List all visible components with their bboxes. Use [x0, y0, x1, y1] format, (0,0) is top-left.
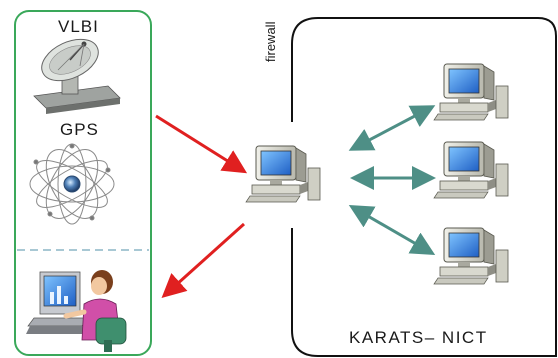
vlbi-label: VLBI — [58, 17, 99, 36]
gps-orbit-icon — [29, 143, 115, 225]
source-panel — [14, 10, 152, 356]
inbound-arrow — [155, 114, 248, 174]
outbound-arrow — [161, 222, 246, 299]
satellite-dish-icon — [33, 38, 121, 114]
cluster-link — [348, 204, 436, 256]
cluster-name-label: KARATS– NICT — [349, 328, 488, 347]
node-computer-icon — [433, 141, 509, 199]
cluster-boundary — [291, 17, 557, 357]
node-computer-icon — [433, 227, 509, 285]
cluster-link — [348, 105, 436, 151]
gateway-computer-icon — [245, 145, 321, 203]
user-workstation-icon — [26, 270, 127, 352]
gps-label: GPS — [60, 120, 99, 139]
firewall-label: firewall — [263, 21, 278, 62]
node-computer-icon — [433, 63, 509, 121]
